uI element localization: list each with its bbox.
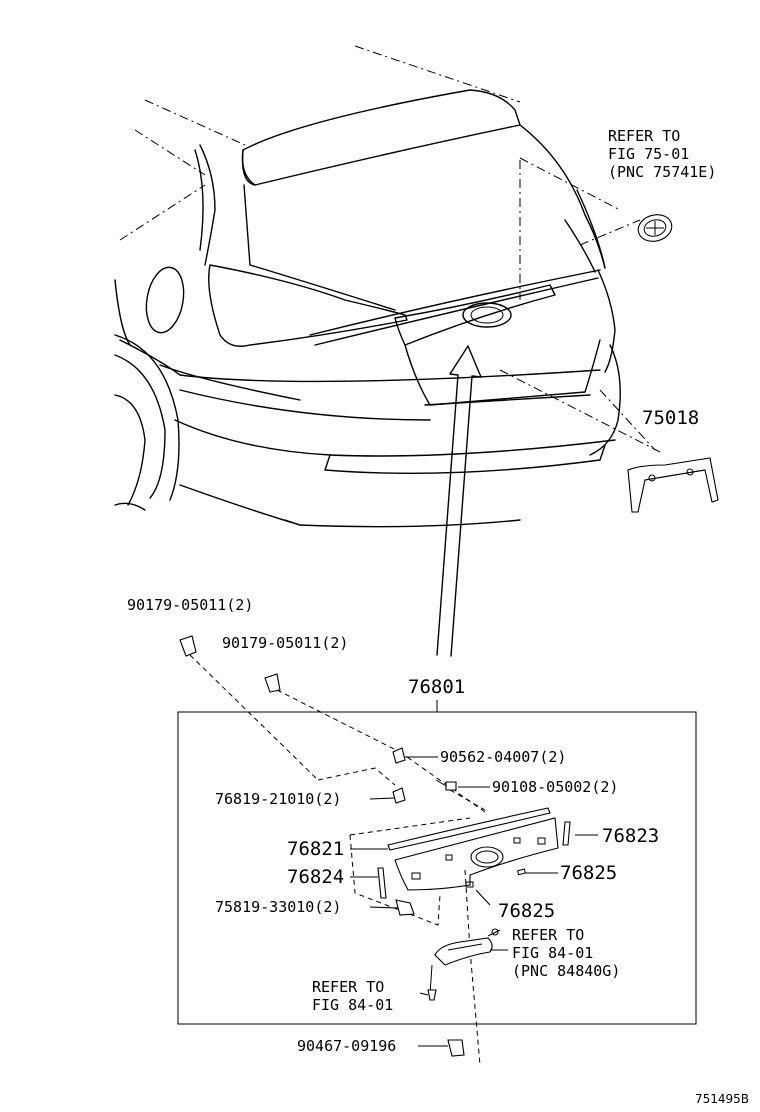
emblem-icon (519, 157, 673, 300)
refer-lamp-line3: (PNC 84840G) (512, 962, 621, 980)
part-clip-a-label: 90179-05011(2) (127, 596, 254, 614)
refer-emblem-line3: (PNC 75741E) (608, 163, 717, 181)
refer-emblem-line2: FIG 75-01 (608, 145, 690, 163)
refer-screw-line2: FIG 84-01 (312, 996, 394, 1014)
refer-screw-line1: REFER TO (312, 978, 385, 996)
part-75018-label: 75018 (642, 407, 700, 429)
refer-emblem-line1: REFER TO (608, 127, 681, 145)
part-clip-b-label: 90179-05011(2) (222, 634, 349, 652)
part-90562-label: 90562-04007(2) (440, 748, 567, 766)
license-plate-bracket-icon (499, 369, 719, 513)
refer-lamp-line2: FIG 84-01 (512, 944, 594, 962)
part-76825b-label: 76825 (498, 900, 556, 922)
vehicle-rear-body (114, 45, 656, 528)
part-76819-label: 76819-21010(2) (215, 790, 342, 808)
assembly-arrow-icon (436, 345, 482, 657)
part-76824-label: 76824 (287, 866, 345, 888)
part-90108-label: 90108-05002(2) (492, 778, 619, 796)
part-90467-label: 90467-09196 (297, 1037, 397, 1055)
part-76823-label: 76823 (602, 825, 660, 847)
part-75819-label: 75819-33010(2) (215, 898, 342, 916)
leader-lines (350, 756, 598, 1047)
part-76821-label: 76821 (287, 838, 345, 860)
clip-icon (179, 635, 401, 781)
refer-lamp-line1: REFER TO (512, 926, 585, 944)
garnish-assembly-icon (317, 747, 571, 1066)
part-76825a-label: 76825 (560, 862, 618, 884)
figure-code: 751495B (695, 1092, 750, 1106)
part-76801-label: 76801 (408, 676, 466, 698)
